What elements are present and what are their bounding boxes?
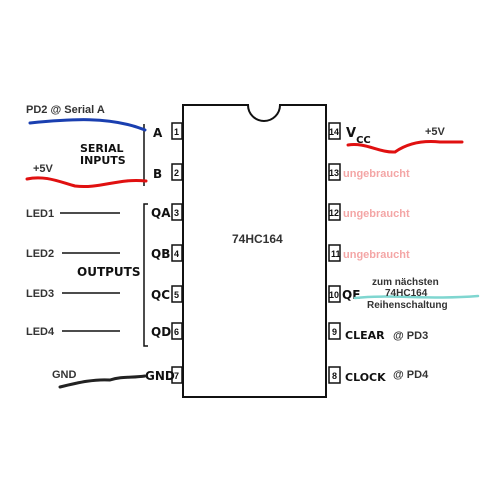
pin-14-box (328, 122, 341, 140)
pd4-label: @ PD4 (393, 369, 429, 381)
pin-label-qe: QE (342, 288, 360, 302)
pin-9-box (328, 322, 341, 340)
right-pins: 14 13 12 11 10 9 8 (328, 122, 341, 384)
pin-2-box (171, 163, 183, 181)
serial-inputs-label-line2: INPUTS (80, 154, 126, 167)
pin-5-number: 5 (174, 290, 179, 300)
pin-label-vcc-sub: CC (356, 135, 371, 146)
plus5v-right-wire (346, 140, 464, 154)
plus5v-left-wire (25, 176, 148, 189)
pin-8-box (328, 366, 341, 384)
pin-2-number: 2 (174, 168, 179, 178)
pin-8-number: 8 (332, 371, 337, 381)
pin-3-number: 3 (174, 208, 179, 218)
next-chip-label-line1: zum nächsten (372, 277, 439, 288)
pin-7-box (171, 366, 183, 384)
outputs-bracket (143, 203, 148, 347)
led3-label: LED3 (26, 288, 54, 300)
pin-4-number: 4 (174, 249, 179, 259)
pin-label-b: B (153, 167, 162, 181)
unused-pin-11-label: ungebraucht (343, 249, 410, 261)
pin-label-qd: QD (151, 325, 171, 339)
pin-1-number: 1 (174, 127, 179, 137)
pin-10-number: 10 (329, 290, 339, 300)
pin-1-box (171, 122, 183, 140)
led4-label: LED4 (26, 326, 55, 338)
next-chip-label-line2: 74HC164 (385, 288, 428, 299)
gnd-label: GND (52, 369, 77, 381)
pin-5-box (171, 285, 183, 303)
unused-pin-13-label: ungebraucht (343, 168, 410, 180)
serial-inputs-label-line1: SERIAL (80, 142, 124, 155)
cascade-wire (353, 294, 480, 300)
outputs-label: OUTPUTS (77, 265, 141, 279)
pin-label-gnd: GND (145, 369, 175, 383)
pd3-label: @ PD3 (393, 330, 428, 342)
pin-13-number: 13 (329, 168, 339, 178)
pin-label-qa: QA (151, 206, 171, 220)
plus5v-right-label: +5V (425, 126, 446, 138)
pin-label-clock: CLOCK (345, 371, 386, 384)
pin-12-box (328, 203, 341, 221)
pin-label-vcc: VCC (346, 126, 371, 146)
pin-11-number: 11 (331, 249, 341, 259)
pin-14-number: 14 (329, 127, 339, 137)
pin-label-qc: QC (151, 288, 170, 302)
pin-9-number: 9 (332, 327, 337, 337)
pd2-serial-label: PD2 @ Serial A (26, 104, 105, 116)
unused-pin-12-label: ungebraucht (343, 208, 410, 220)
pin-10-box (328, 285, 341, 303)
pin-label-qb: QB (151, 247, 170, 261)
gnd-wire (58, 374, 147, 389)
pin-4-box (171, 244, 183, 262)
serial-wire (28, 118, 147, 132)
pin-label-vcc-v: V (346, 126, 356, 141)
led2-label: LED2 (26, 248, 54, 260)
pin-label-clear: CLEAR (345, 329, 385, 342)
chip-body (182, 104, 327, 398)
pin-11-box (328, 244, 341, 262)
pin-12-number: 12 (329, 208, 339, 218)
pin-13-box (328, 163, 341, 181)
pin-7-number: 7 (174, 371, 179, 381)
left-pins: 1 2 3 4 5 6 7 (171, 122, 183, 384)
plus5v-left-label: +5V (33, 163, 54, 175)
next-chip-label-line3: Reihenschaltung (367, 300, 448, 311)
chip-name: 74HC164 (232, 232, 283, 246)
pin-6-number: 6 (174, 327, 179, 337)
pin-3-box (171, 203, 183, 221)
pin-label-a: A (153, 126, 163, 140)
led1-label: LED1 (26, 208, 54, 220)
pin-6-box (171, 322, 183, 340)
